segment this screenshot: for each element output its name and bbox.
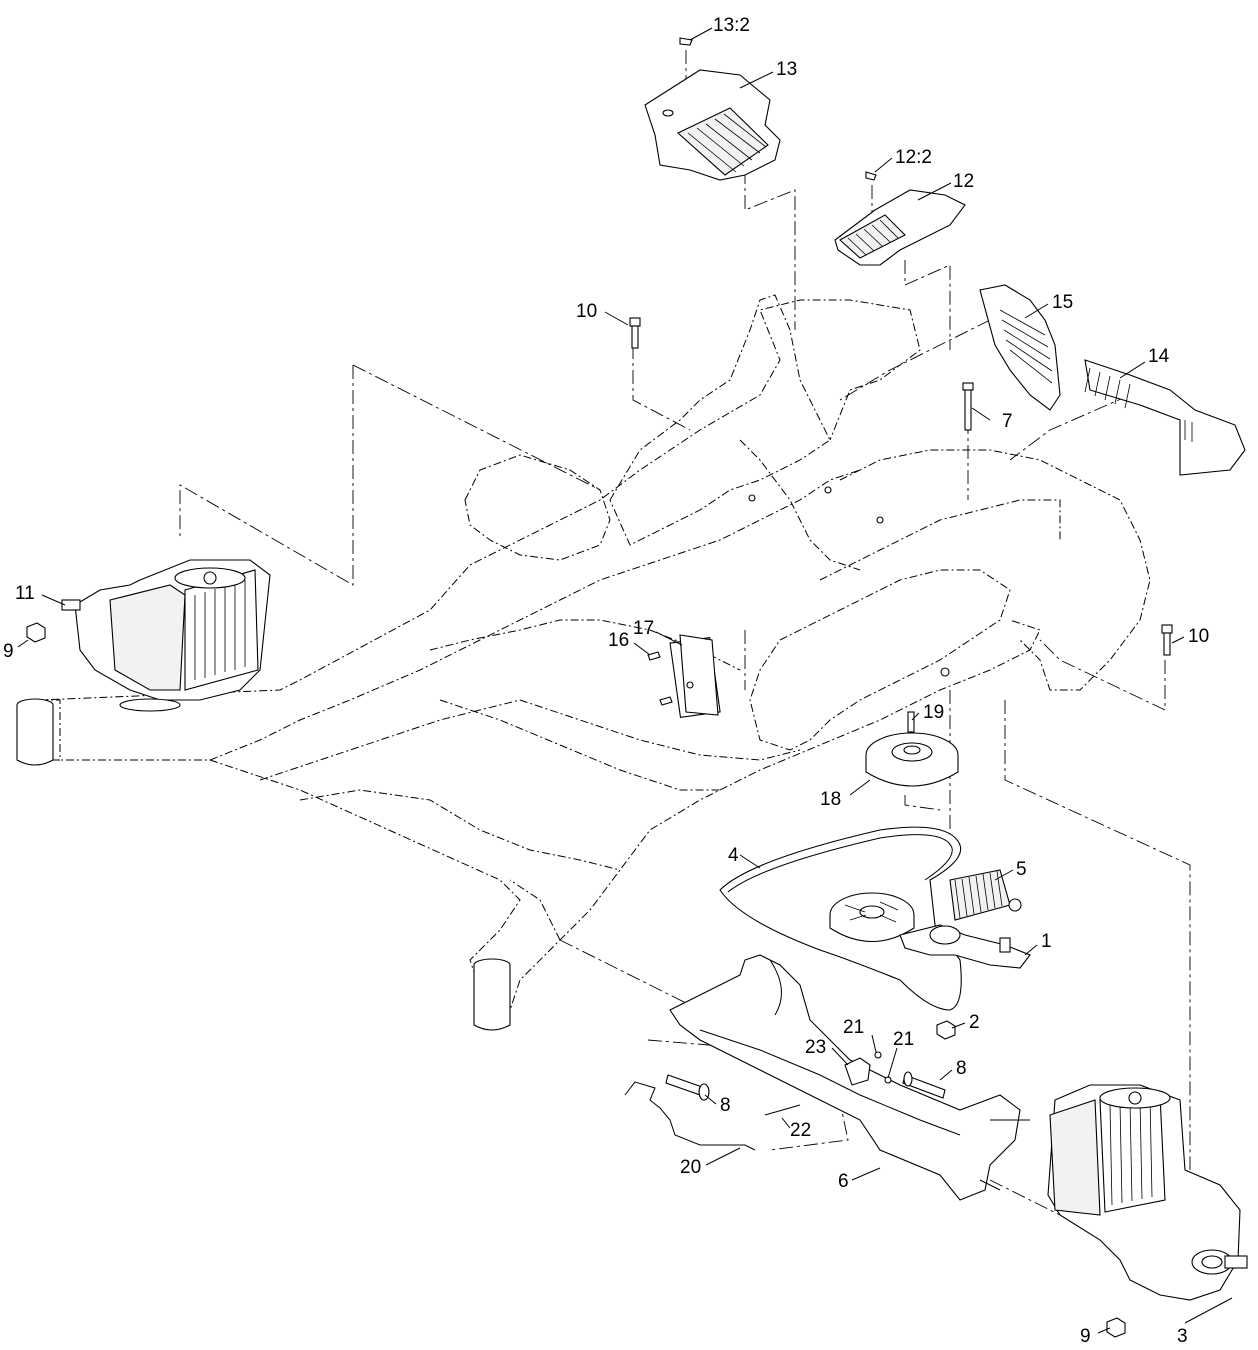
callout-22: 22 bbox=[790, 1120, 811, 1141]
pin-23 bbox=[844, 1057, 871, 1086]
callout-10-top: 10 bbox=[576, 301, 597, 322]
bolt-7 bbox=[962, 382, 974, 431]
callout-16: 16 bbox=[608, 630, 629, 651]
transaxle-3 bbox=[1047, 1084, 1248, 1301]
callout-17: 17 bbox=[633, 618, 654, 639]
callout-21-right: 21 bbox=[893, 1029, 914, 1050]
callout-3: 3 bbox=[1177, 1326, 1188, 1347]
callout-12: 12 bbox=[953, 171, 974, 192]
callout-21-top: 21 bbox=[843, 1017, 864, 1038]
bracket-6 bbox=[669, 954, 1030, 1201]
cover-13 bbox=[644, 37, 781, 181]
bolt-10-top bbox=[629, 317, 641, 349]
callout-13-2: 13:2 bbox=[713, 15, 750, 36]
leader-lines bbox=[17, 27, 1233, 1334]
callout-15: 15 bbox=[1052, 292, 1073, 313]
callout-4: 4 bbox=[728, 845, 739, 866]
callout-2: 2 bbox=[969, 1012, 980, 1033]
callout-13: 13 bbox=[776, 59, 797, 80]
spring-5 bbox=[949, 869, 1022, 921]
callout-12-2: 12:2 bbox=[895, 147, 932, 168]
callout-9-right: 9 bbox=[1080, 1326, 1091, 1347]
callout-1: 1 bbox=[1041, 931, 1052, 952]
screw-16 bbox=[647, 651, 673, 706]
bolt-10-right bbox=[1161, 624, 1173, 656]
pin-8-right bbox=[902, 1071, 946, 1099]
callout-11: 11 bbox=[15, 583, 35, 604]
callout-9-left: 9 bbox=[3, 641, 14, 662]
idler-arm-1 bbox=[829, 892, 1031, 969]
bracket-17 bbox=[679, 634, 719, 716]
callout-5: 5 bbox=[1016, 859, 1027, 880]
rod-20 bbox=[624, 1081, 756, 1151]
pin-8-left bbox=[665, 1074, 710, 1101]
cover-12 bbox=[834, 171, 966, 266]
callout-8-right: 8 bbox=[956, 1058, 967, 1079]
shield-14 bbox=[1084, 359, 1246, 476]
pin-22 bbox=[764, 1104, 801, 1116]
callout-7: 7 bbox=[1002, 411, 1013, 432]
nut-9-right bbox=[1106, 1317, 1126, 1338]
callouts: 13:2 13 12:2 12 15 14 10 7 11 9 17 16 10… bbox=[3, 15, 1209, 1347]
callout-14: 14 bbox=[1148, 346, 1170, 367]
callout-8-left: 8 bbox=[720, 1095, 731, 1116]
key-19 bbox=[907, 711, 915, 733]
callout-20: 20 bbox=[680, 1157, 701, 1178]
nut-9-left bbox=[26, 622, 46, 643]
callout-18: 18 bbox=[820, 789, 841, 810]
shield-15 bbox=[979, 284, 1061, 411]
phantom-lines bbox=[179, 50, 1191, 1216]
callout-10-right: 10 bbox=[1188, 626, 1209, 647]
pulley-18 bbox=[865, 732, 959, 787]
callout-19: 19 bbox=[923, 702, 944, 723]
transaxle-11 bbox=[61, 559, 271, 712]
callout-23: 23 bbox=[805, 1037, 826, 1058]
nut-2 bbox=[936, 1020, 956, 1040]
callout-6: 6 bbox=[838, 1171, 849, 1192]
